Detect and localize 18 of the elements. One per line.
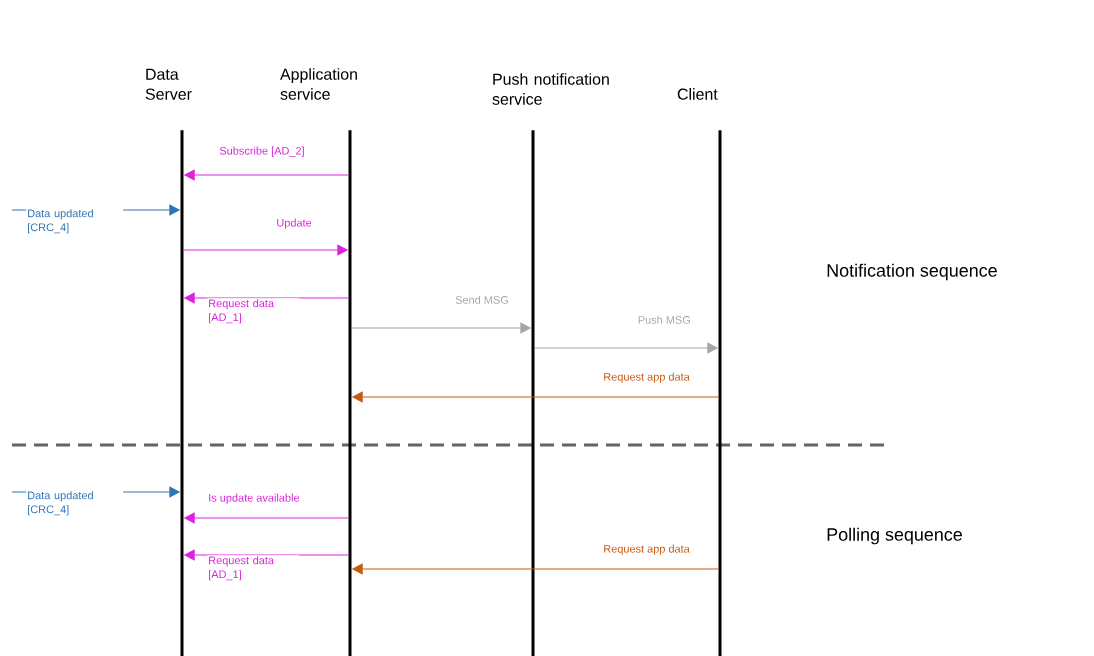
node-label: Data Server <box>145 68 192 100</box>
node-label: Client <box>677 88 718 100</box>
edge-label: Send MSG <box>454 294 510 305</box>
edge-label: Data updated [CRC_4] <box>26 490 124 517</box>
edge-label: Request data [AD_1] <box>207 555 300 582</box>
edge-label: Request data [AD_1] <box>207 298 300 325</box>
edge-label: Update <box>275 217 313 230</box>
node-label: Push notification service <box>492 73 609 105</box>
edge-label: Is update available <box>207 492 301 505</box>
edge-label: Data updated [CRC_4] <box>26 208 124 235</box>
edge-label: Request app data <box>602 543 691 556</box>
edge-label: Subscribe [AD_2] <box>218 145 306 158</box>
section-title: Notification sequence <box>827 263 997 281</box>
edge-label: Push MSG <box>636 314 692 325</box>
node-label: Application service <box>280 68 357 100</box>
edge-label: Request app data <box>602 371 691 384</box>
lifeline: Data Server <box>145 68 192 656</box>
section-title: Polling sequence <box>827 527 962 545</box>
